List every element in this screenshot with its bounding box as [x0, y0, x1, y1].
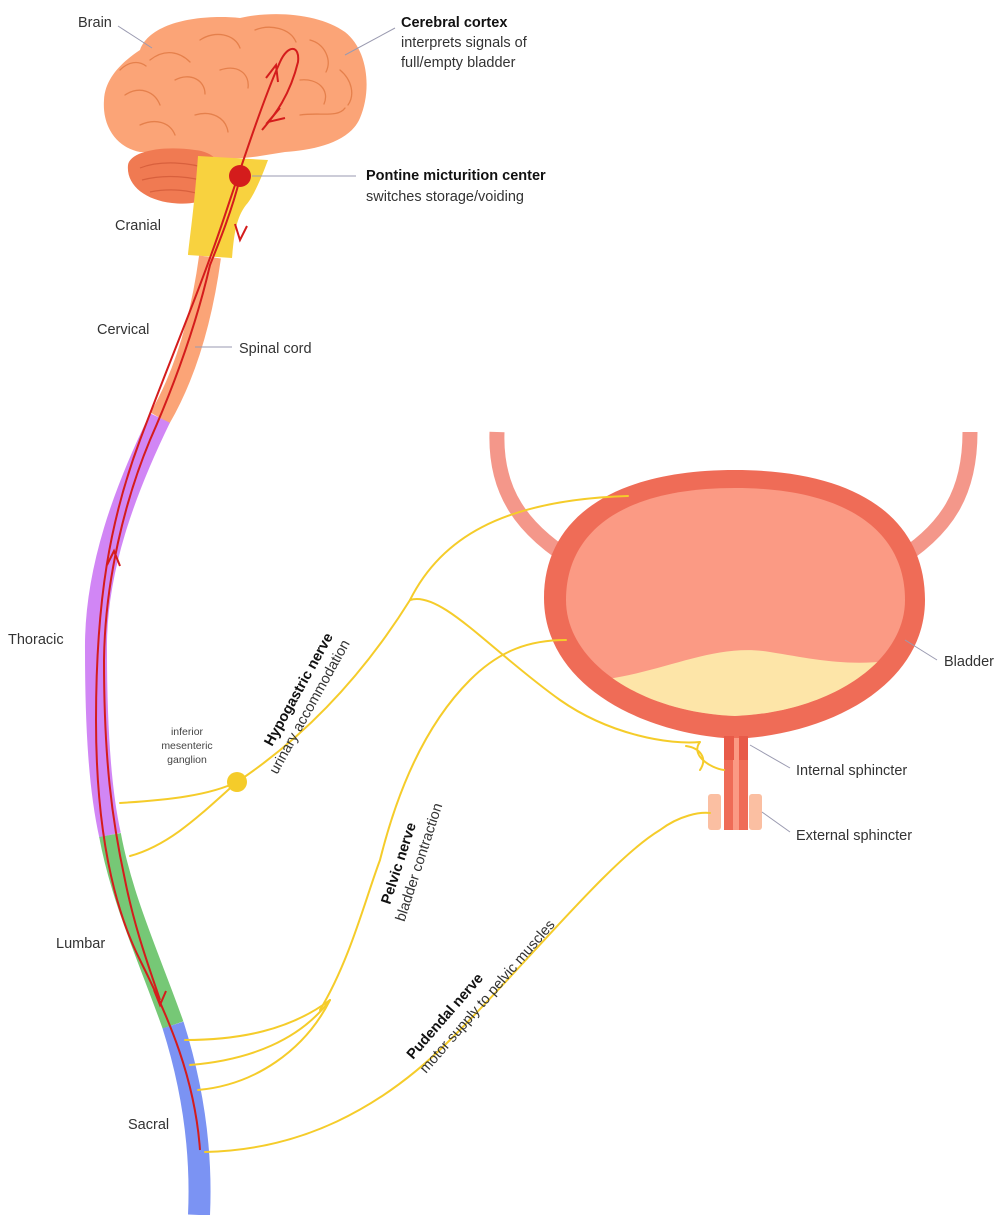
cortex-desc-line2: full/empty bladder	[401, 55, 516, 71]
hypogastric-label-group: Hypogastric nerve urinary accommodation	[251, 629, 354, 777]
inferior-mesenteric-ganglion	[227, 772, 247, 792]
cortex-desc-line1: interprets signals of	[401, 35, 528, 51]
spinal-cord-label: Spinal cord	[239, 341, 312, 357]
external-sphincter-leader	[762, 812, 790, 832]
external-sphincter-label: External sphincter	[796, 828, 912, 844]
ganglion-label-line3: ganglion	[167, 754, 207, 766]
lumbar-label: Lumbar	[56, 936, 105, 952]
pudendal-nerve	[205, 813, 710, 1152]
pelvic-label-group: Pelvic nerve bladder contraction	[375, 795, 446, 923]
pmc-title: Pontine micturition center	[366, 168, 546, 184]
pmc-dot	[229, 165, 251, 187]
cervical-segment	[160, 257, 210, 418]
thoracic-label: Thoracic	[8, 632, 64, 648]
cerebrum	[104, 14, 367, 159]
cranial-label: Cranial	[115, 218, 161, 234]
hypogastric-branch-upper	[120, 782, 237, 803]
brain-label: Brain	[78, 15, 112, 31]
external-sphincter-right	[749, 794, 762, 830]
ganglion-label-line2: mesenteric	[161, 740, 212, 752]
cortex-title: Cerebral cortex	[401, 15, 507, 31]
pudendal-label-group: Pudendal nerve motor supply to pelvic mu…	[403, 905, 559, 1077]
pmc-desc: switches storage/voiding	[366, 189, 524, 205]
pudendal-desc: motor supply to pelvic muscles	[417, 917, 559, 1077]
sacral-label: Sacral	[128, 1117, 169, 1133]
brain-leader	[118, 26, 152, 48]
sacral-segment	[173, 1025, 200, 1215]
hypogastric-branch-lower	[130, 782, 237, 856]
descending-pathway	[104, 178, 240, 1000]
bladder-label: Bladder	[944, 654, 994, 670]
cervical-label: Cervical	[97, 322, 149, 338]
ganglion-label-line1: inferior	[171, 726, 204, 738]
internal-sphincter-leader	[750, 745, 790, 768]
internal-sphincter-label: Internal sphincter	[796, 763, 907, 779]
